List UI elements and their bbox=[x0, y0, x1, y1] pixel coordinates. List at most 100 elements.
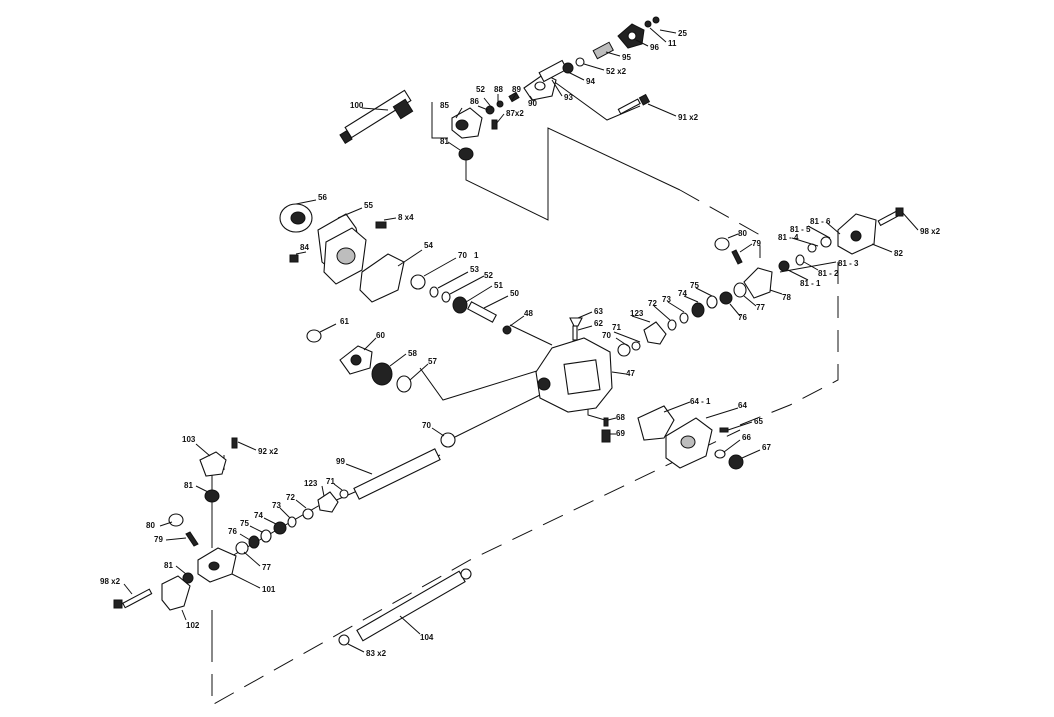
label-81-3: 81 - 3 bbox=[838, 259, 859, 268]
label-83x2: 83 x2 bbox=[366, 649, 387, 658]
part-67-plug bbox=[728, 454, 744, 470]
label-70: 70 bbox=[458, 251, 467, 260]
label-64: 64 bbox=[738, 401, 747, 410]
label-92x2: 92 x2 bbox=[258, 447, 279, 456]
label-53: 53 bbox=[470, 265, 479, 274]
part-79-spring bbox=[731, 249, 743, 265]
part-64-1-gasket bbox=[637, 405, 675, 441]
part-123-bracket bbox=[643, 321, 667, 345]
part-92-bolt bbox=[231, 437, 238, 449]
label-78: 78 bbox=[782, 293, 791, 302]
label-81-6: 81 - 6 bbox=[810, 217, 831, 226]
part-56-cover bbox=[279, 203, 313, 233]
label-62: 62 bbox=[594, 319, 603, 328]
part-73-ring-b bbox=[287, 516, 297, 528]
label-80: 80 bbox=[738, 229, 747, 238]
part-83-clamp-a bbox=[460, 568, 472, 580]
label-77-lower: 77 bbox=[262, 563, 271, 572]
part-54-gasket bbox=[359, 253, 405, 303]
label-75-lower: 75 bbox=[240, 519, 249, 528]
part-77-ring-b bbox=[235, 541, 249, 555]
part-76-ring-b bbox=[248, 535, 260, 549]
part-70-bearing bbox=[410, 274, 426, 290]
assembly-lines bbox=[211, 74, 839, 706]
part-90-flange bbox=[523, 73, 557, 101]
label-71-lower: 71 bbox=[326, 477, 335, 486]
part-81-3 bbox=[778, 260, 790, 272]
label-76: 76 bbox=[738, 313, 747, 322]
label-88: 88 bbox=[494, 85, 503, 94]
part-81-2 bbox=[795, 254, 805, 266]
label-81-lower: 81 bbox=[184, 481, 193, 490]
part-80-cap bbox=[714, 237, 730, 251]
part-95-spring bbox=[592, 41, 614, 60]
label-75: 75 bbox=[690, 281, 699, 290]
label-64-1: 64 - 1 bbox=[690, 397, 711, 406]
part-99-shaft bbox=[353, 448, 441, 500]
part-62 bbox=[572, 325, 578, 341]
label-79-lower: 79 bbox=[154, 535, 163, 544]
label-70b: 70 bbox=[602, 331, 611, 340]
label-99: 99 bbox=[336, 457, 345, 466]
part-87 bbox=[491, 119, 498, 130]
label-71: 71 bbox=[612, 323, 621, 332]
label-81-4: 81 - 4 bbox=[778, 233, 799, 242]
label-72-lower: 72 bbox=[286, 493, 295, 502]
label-74-lower: 74 bbox=[254, 511, 263, 520]
label-77: 77 bbox=[756, 303, 765, 312]
part-8-screw bbox=[375, 221, 387, 229]
part-52-ring bbox=[575, 57, 585, 67]
label-96: 96 bbox=[650, 43, 659, 52]
label-72: 72 bbox=[648, 299, 657, 308]
label-86: 86 bbox=[470, 97, 479, 106]
part-98-bolt-a bbox=[877, 207, 904, 227]
label-81-1: 81 - 1 bbox=[800, 279, 821, 288]
part-68 bbox=[603, 417, 609, 427]
part-66-ring bbox=[714, 449, 726, 459]
part-77-ring bbox=[733, 282, 747, 298]
part-51-bearing bbox=[452, 296, 468, 314]
label-65: 65 bbox=[754, 417, 763, 426]
label-84: 84 bbox=[300, 243, 309, 252]
part-47-housing bbox=[535, 337, 613, 413]
label-94: 94 bbox=[586, 77, 595, 86]
part-48 bbox=[502, 325, 512, 335]
part-52-washer bbox=[441, 291, 451, 303]
label-51: 51 bbox=[494, 281, 503, 290]
part-53 bbox=[429, 286, 439, 298]
part-58-bearing bbox=[371, 362, 393, 386]
label-60: 60 bbox=[376, 331, 385, 340]
label-103: 103 bbox=[182, 435, 196, 444]
part-83-clamp-b bbox=[338, 634, 350, 646]
label-54: 54 bbox=[424, 241, 433, 250]
label-52: 52 bbox=[476, 85, 485, 94]
part-74-ring-b bbox=[273, 521, 287, 535]
part-11 bbox=[644, 20, 652, 28]
label-95: 95 bbox=[622, 53, 631, 62]
label-85: 85 bbox=[440, 101, 449, 110]
label-98x2-left: 98 x2 bbox=[100, 577, 121, 586]
label-87x2: 87x2 bbox=[506, 109, 524, 118]
label-90: 90 bbox=[528, 99, 537, 108]
part-65-screw bbox=[719, 427, 729, 433]
part-100-rod bbox=[339, 89, 414, 145]
label-81-2: 81 - 2 bbox=[818, 269, 839, 278]
part-80-cap-b bbox=[168, 513, 184, 527]
label-63: 63 bbox=[594, 307, 603, 316]
label-81-top: 81 bbox=[440, 137, 449, 146]
label-47: 47 bbox=[626, 369, 635, 378]
label-25: 25 bbox=[678, 29, 687, 38]
label-50: 50 bbox=[510, 289, 519, 298]
part-96-cap bbox=[617, 23, 645, 49]
part-81-nut-top bbox=[458, 147, 474, 161]
part-79-spring-b bbox=[185, 531, 199, 547]
part-81-5 bbox=[820, 236, 832, 248]
label-91x2: 91 x2 bbox=[678, 113, 699, 122]
part-84-screw bbox=[289, 254, 299, 263]
label-82: 82 bbox=[894, 249, 903, 258]
part-75-ring bbox=[706, 295, 718, 309]
part-70-bearing-c bbox=[440, 432, 456, 448]
part-103-fitting bbox=[199, 451, 227, 477]
part-98-bolt-b bbox=[113, 588, 153, 609]
